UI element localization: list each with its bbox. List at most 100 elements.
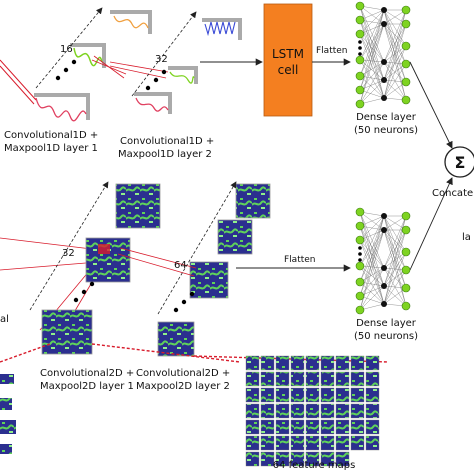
feature-map-thumbnail xyxy=(350,435,365,451)
feature-map-thumbnail xyxy=(335,355,350,371)
neuron xyxy=(355,305,365,315)
input-projection-line xyxy=(0,261,99,271)
neuron xyxy=(355,261,365,271)
feature-map-thumbnail xyxy=(245,387,260,403)
ellipsis-dot xyxy=(189,291,195,297)
feature-map-thumbnail xyxy=(350,419,365,435)
ellipsis-dot xyxy=(55,75,61,81)
feature-map-thumbnail xyxy=(260,387,275,403)
hidden-neuron xyxy=(381,7,387,13)
connection xyxy=(383,229,407,271)
feature-map-thumbnail xyxy=(245,355,260,371)
neuron xyxy=(401,77,411,87)
connection xyxy=(359,267,385,283)
dense-bottom-title: Dense layer xyxy=(356,318,417,329)
feature-map-thumbnail xyxy=(320,435,335,451)
feature-map-thumbnail xyxy=(290,435,305,451)
feature-maps-caption: 64 feature maps xyxy=(273,460,356,471)
signal-plot xyxy=(70,43,106,68)
neuron xyxy=(401,301,411,311)
connection xyxy=(383,45,407,99)
connection xyxy=(359,229,385,267)
feature-map-thumbnail xyxy=(365,403,380,419)
ellipsis-dot xyxy=(358,46,362,50)
depth-arrow xyxy=(35,7,103,89)
feature-map-thumbnail xyxy=(335,371,350,387)
connection xyxy=(359,225,385,269)
connection xyxy=(383,9,407,81)
connection xyxy=(383,9,407,47)
connection xyxy=(383,215,407,287)
connection xyxy=(383,23,407,65)
feature-map-thumbnail xyxy=(275,451,290,467)
feature-map-thumbnail xyxy=(365,371,380,387)
feature-map xyxy=(0,420,16,434)
connection xyxy=(359,9,385,21)
connection xyxy=(359,79,385,105)
neuron xyxy=(401,283,411,293)
filter-count-label: 64 xyxy=(174,260,187,271)
dense-top-title: Dense layer xyxy=(356,112,417,123)
feature-map-thumbnail xyxy=(245,435,260,451)
zoom-line xyxy=(117,253,195,277)
neuron xyxy=(355,71,365,81)
feature-map-thumbnail xyxy=(305,403,320,419)
connection xyxy=(359,281,385,305)
neuron xyxy=(401,59,411,69)
lstm-cell: LSTM cell xyxy=(263,3,313,117)
connection xyxy=(383,81,407,99)
conv2d-layer2-stack: 64 xyxy=(117,181,271,357)
lstm-sublabel: cell xyxy=(278,63,299,77)
depth-arrow xyxy=(157,181,237,315)
neuron xyxy=(401,211,411,221)
ellipsis-dot xyxy=(358,258,362,262)
neuron xyxy=(355,55,365,65)
connection xyxy=(359,61,385,77)
connection xyxy=(359,61,385,91)
conv1d-layer1-stack: 16 xyxy=(34,7,127,122)
connection xyxy=(359,267,385,311)
dense-top-subtitle: (50 neurons) xyxy=(354,125,418,136)
connection xyxy=(359,19,385,63)
feature-map-thumbnail xyxy=(335,403,350,419)
connection xyxy=(383,229,407,305)
feature-map-grid xyxy=(245,355,380,467)
dense-layer-top xyxy=(355,1,411,109)
flatten-label-bottom: Flatten xyxy=(284,255,316,265)
feature-map-thumbnail xyxy=(335,435,350,451)
feature-map-thumbnail xyxy=(320,451,335,467)
feature-map-thumbnail xyxy=(290,371,305,387)
feature-map-thumbnail xyxy=(260,371,275,387)
neuron xyxy=(355,235,365,245)
connection xyxy=(359,215,385,267)
neuron xyxy=(355,221,365,231)
feature-map xyxy=(0,444,12,454)
dense-layer-bottom xyxy=(355,207,411,315)
feature-map-thumbnail xyxy=(320,355,335,371)
filter-count-label: 32 xyxy=(155,54,168,65)
connection xyxy=(383,23,407,101)
input-projection-line xyxy=(0,59,37,101)
conv2d-branch: 32 64 Flatten al Convolutional2D + Maxpo… xyxy=(0,181,389,471)
feature-map-thumbnail xyxy=(305,451,320,467)
hidden-neuron xyxy=(381,265,387,271)
feature-map-thumbnail xyxy=(305,355,320,371)
highlight-patch xyxy=(98,244,110,254)
connection xyxy=(359,9,385,105)
ellipsis-dot xyxy=(358,52,362,56)
feature-map-thumbnail xyxy=(335,451,350,467)
connection xyxy=(383,23,407,83)
feature-map-thumbnail xyxy=(260,419,275,435)
hidden-neuron xyxy=(381,77,387,83)
hidden-neuron xyxy=(381,227,387,233)
concatenation-label: Concaten xyxy=(432,188,474,199)
feature-map-thumbnail xyxy=(350,403,365,419)
ellipsis-dot xyxy=(161,69,167,75)
connection xyxy=(359,215,385,283)
feature-map-thumbnail xyxy=(290,451,305,467)
filter-count-label: 32 xyxy=(62,248,75,259)
ellipsis-dot xyxy=(81,289,87,295)
connection xyxy=(383,215,407,289)
conv2d-layer1-title: Convolutional2D + xyxy=(40,368,134,379)
